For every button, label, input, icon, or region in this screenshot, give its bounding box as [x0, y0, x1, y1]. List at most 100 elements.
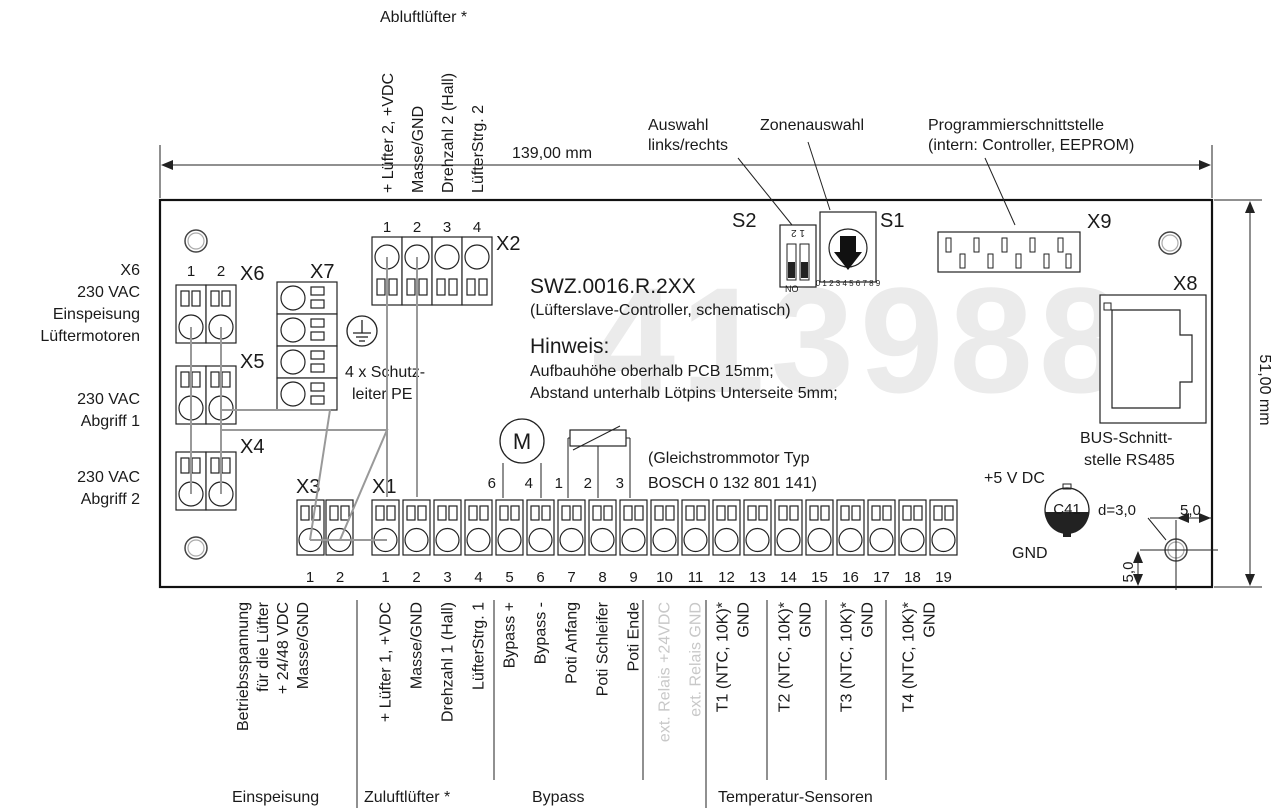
bus-label-1: BUS-Schnitt- [1080, 430, 1172, 447]
gnd-label: GND [1012, 545, 1048, 562]
x1-terminal [371, 499, 400, 556]
x6-luftermotoren: Lüftermotoren [40, 328, 140, 345]
x6-label-left: X6 [120, 262, 140, 279]
x2-pin-3: 3 [443, 219, 451, 236]
x1-pin-8: 8 [598, 569, 606, 586]
x1-terminal [712, 499, 741, 556]
group-zuluft: Zuluftlüfter * [364, 789, 450, 806]
x1-terminal [681, 499, 710, 556]
board-description: (Lüfterslave-Controller, schematisch) [530, 302, 791, 319]
group-bypass: Bypass [532, 789, 584, 806]
x2-label: X2 [496, 233, 520, 255]
pcb-outline [158, 198, 1214, 589]
potentiometer-icon [567, 425, 631, 498]
board-model: SWZ.0016.R.2XX [530, 275, 696, 298]
c41-label: C41 [1053, 501, 1081, 518]
connector-x6 [175, 284, 237, 344]
hole-diameter: d=3,0 [1098, 502, 1136, 519]
x1-pin-19: 19 [935, 569, 952, 586]
poti-pin-3: 3 [616, 475, 624, 492]
x1-pin-5: 5 [505, 569, 513, 586]
x6-pin-2: 2 [217, 263, 225, 280]
x1-pin-4: 4 [474, 569, 482, 586]
connector-x4 [175, 451, 237, 511]
poti-pin-1: 1 [555, 475, 563, 492]
x1-terminal [557, 499, 586, 556]
hole-offset-x: 5,0 [1180, 502, 1201, 519]
label-x1-8: Poti Schleifer [595, 601, 612, 696]
x7-label: X7 [310, 261, 334, 283]
s2-numbers: 1 2 [791, 227, 805, 238]
label-x1-14: T2 (NTC, 10K)* [777, 602, 794, 712]
x2-pin-1: 1 [383, 219, 391, 236]
x1-terminal [836, 499, 865, 556]
hint-line-1: Aufbauhöhe oberhalb PCB 15mm; [530, 363, 774, 380]
x1-pin-12: 12 [718, 569, 735, 586]
x1-terminal [650, 499, 679, 556]
connector-x1 [371, 499, 958, 556]
motor-type-2: BOSCH 0 132 801 141) [648, 475, 817, 492]
x1-terminal [929, 499, 958, 556]
label-x1-1: + Lüfter 1, +VDC [378, 602, 395, 722]
label-x1-18: T4 (NTC, 10K)* [901, 602, 918, 712]
prog-sub-label: (intern: Controller, EEPROM) [928, 137, 1134, 154]
dip-switch-s2[interactable] [779, 224, 817, 288]
x1-pin-18: 18 [904, 569, 921, 586]
x4-voltage: 230 VAC [77, 469, 140, 486]
x3-pin-1: 1 [306, 569, 314, 586]
label-x1-17: GND [860, 602, 877, 638]
s2-label: S2 [732, 210, 756, 232]
x1-pin-13: 13 [749, 569, 766, 586]
label-x1-3: Drehzahl 1 (Hall) [440, 602, 457, 722]
mounting-hole [1158, 231, 1182, 255]
label-x1-6: Bypass - [533, 602, 550, 664]
x6-voltage: 230 VAC [77, 284, 140, 301]
x8-label: X8 [1173, 273, 1197, 295]
x1-terminal [619, 499, 648, 556]
x2-pin-2: 2 [413, 219, 421, 236]
vdc-label: +5 V DC [984, 470, 1045, 487]
x1-terminal [588, 499, 617, 556]
x1-terminal [495, 499, 524, 556]
x4-label: X4 [240, 436, 264, 458]
label-x1-15: GND [798, 602, 815, 638]
label-x3-1b: für die Lüfter [255, 601, 272, 692]
x1-label: X1 [372, 476, 396, 498]
x1-pin-16: 16 [842, 569, 859, 586]
motor-symbol: M [513, 429, 531, 454]
s1-digits: 0 1 2 3 4 5 6 7 8 9 [816, 279, 881, 288]
x1-pin-9: 9 [629, 569, 637, 586]
bus-label-2: stelle RS485 [1084, 452, 1175, 469]
width-dimension: 139,00 mm [512, 145, 592, 162]
mounting-hole [184, 229, 208, 253]
label-x3-1c: + 24/48 VDC [275, 602, 292, 694]
motor-type-1: (Gleichstrommotor Typ [648, 450, 810, 467]
x1-pin-3: 3 [443, 569, 451, 586]
x1-terminal [402, 499, 431, 556]
s2-no: NO [785, 284, 799, 294]
capacitor-c41 [1044, 483, 1090, 537]
prog-label: Programmierschnittstelle [928, 117, 1104, 134]
connector-x2 [371, 236, 493, 306]
label-x1-7: Poti Anfang [564, 602, 581, 684]
height-dimension: 51,00 mm [1256, 354, 1273, 425]
rotary-switch-s1[interactable] [819, 211, 877, 283]
x5-label: X5 [240, 351, 264, 373]
x1-terminal [898, 499, 927, 556]
x1-terminal [743, 499, 772, 556]
abluft-title: Abluftlüfter * [380, 9, 467, 26]
auswahl-label: Auswahl [648, 117, 708, 134]
x2-pin-4: 4 [473, 219, 481, 236]
x1-terminal [774, 499, 803, 556]
s1-label: S1 [880, 210, 904, 232]
x9-label: X9 [1087, 211, 1111, 233]
hint-line-2: Abstand unterhalb Lötpins Unterseite 5mm… [530, 385, 838, 402]
motor-icon [499, 418, 545, 464]
label-x3-2: Masse/GND [295, 602, 312, 689]
label-x1-12: T1 (NTC, 10K)* [715, 602, 732, 712]
motor-pin-4: 4 [525, 475, 533, 492]
x2-pin2-label: Masse/GND [410, 106, 427, 193]
x1-pin-15: 15 [811, 569, 828, 586]
pe-text-1: 4 x Schutz- [345, 364, 425, 381]
